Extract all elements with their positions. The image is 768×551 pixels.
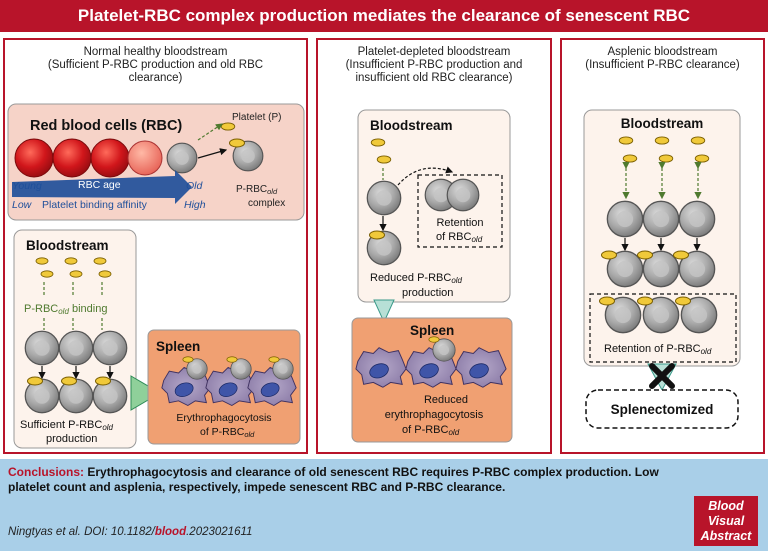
svg-text:production: production bbox=[46, 433, 97, 445]
high-label: High bbox=[184, 199, 206, 211]
svg-text:erythrophagocytosis: erythrophagocytosis bbox=[385, 409, 484, 421]
complex-platelet-icon bbox=[228, 138, 246, 148]
svg-text:Bloodstream: Bloodstream bbox=[621, 116, 704, 131]
svg-text:Spleen: Spleen bbox=[410, 323, 454, 338]
svg-text:Erythrophagocytosis: Erythrophagocytosis bbox=[176, 412, 271, 424]
citation: Ningtyas et al. DOI: 10.1182/blood.20230… bbox=[8, 526, 253, 538]
retention-label-asplenic: Retention of P-RBCold bbox=[604, 343, 712, 356]
platelet-icon bbox=[220, 122, 236, 131]
retention-label: of RBCold bbox=[436, 231, 483, 244]
arrow-to-complex bbox=[197, 148, 228, 159]
header-banner: Platelet-RBC complex production mediates… bbox=[0, 0, 768, 32]
platelet-label: Platelet (P) bbox=[232, 112, 281, 123]
retention-box-asplenic bbox=[589, 293, 737, 363]
spleen-box-depleted: Spleen Reduced erythrophagocytosis of P-… bbox=[351, 317, 513, 443]
svg-text:Bloodstream: Bloodstream bbox=[370, 118, 453, 133]
footer: Conclusions: Erythrophagocytosis and cle… bbox=[0, 459, 768, 551]
conclusions-text: Erythrophagocytosis and clearance of old… bbox=[8, 465, 659, 494]
svg-text:Spleen: Spleen bbox=[156, 339, 200, 354]
arrow-to-spleen bbox=[130, 375, 161, 411]
rbc-aging bbox=[127, 140, 163, 176]
bloodstream-box-depleted: Bloodstream Retention of RBCold Reduced … bbox=[357, 109, 511, 303]
svg-text:Bloodstream: Bloodstream bbox=[26, 238, 109, 253]
macrophage-icon bbox=[455, 347, 507, 388]
conclusions-label: Conclusions: bbox=[8, 465, 85, 479]
complex-label: P-RBCold bbox=[236, 184, 278, 196]
rbc-age-box: Red blood cells (RBC) Platelet (P) Young… bbox=[7, 103, 305, 221]
rbc-age-label: RBC age bbox=[78, 179, 121, 191]
rbc-young-3 bbox=[90, 138, 130, 178]
binding-label: P-RBCold binding bbox=[24, 303, 107, 316]
sufficient-label: Sufficient P-RBCold bbox=[20, 419, 114, 432]
macrophage-icon bbox=[355, 347, 407, 388]
panel-asplenic-title: Asplenic bloodstream (Insufficient P-RBC… bbox=[585, 46, 740, 71]
age-gradient-arrow bbox=[12, 170, 192, 204]
low-label: Low bbox=[12, 199, 33, 211]
reduced-label: Reduced P-RBCold bbox=[370, 272, 463, 285]
bloodstream-box-asplenic: Bloodstream Retention of P-RBCold bbox=[583, 109, 741, 367]
young-label: Young bbox=[12, 180, 42, 192]
panel-normal-title: Normal healthy bloodstream (Sufficient P… bbox=[47, 46, 264, 84]
svg-text:Retention: Retention bbox=[436, 217, 483, 229]
rbc-heading: Red blood cells (RBC) bbox=[30, 118, 182, 134]
retention-box bbox=[417, 174, 503, 248]
splenectomized-box bbox=[585, 389, 739, 429]
arrow-to-spleen-depleted bbox=[373, 299, 395, 324]
svg-text:Reduced: Reduced bbox=[424, 394, 468, 406]
rbc-young-2 bbox=[52, 138, 92, 178]
reduced-erythro-label: of P-RBCold bbox=[402, 424, 460, 437]
conclusions: Conclusions: Erythrophagocytosis and cle… bbox=[8, 465, 668, 495]
blocked-x-icon bbox=[649, 363, 675, 389]
rbc-old bbox=[166, 142, 198, 174]
svg-text:production: production bbox=[402, 287, 453, 299]
binding-affinity-label: Platelet binding affinity bbox=[42, 199, 148, 211]
spleen-box-normal: Spleen Erythrophagocytosis of P-RBCold bbox=[147, 329, 301, 445]
rbc-young-1 bbox=[14, 138, 54, 178]
page-title: Platelet-RBC complex production mediates… bbox=[77, 6, 691, 25]
svg-text:complex: complex bbox=[248, 198, 285, 209]
panel-depleted-title: Platelet-depleted bloodstream (Insuffici… bbox=[345, 46, 523, 84]
old-label: Old bbox=[186, 180, 204, 192]
erythro-label: of P-RBCold bbox=[200, 426, 255, 439]
bloodstream-box-normal: Bloodstream P-RBCold binding Sufficient … bbox=[13, 229, 137, 449]
splenectomized-label: Splenectomized bbox=[611, 402, 714, 417]
